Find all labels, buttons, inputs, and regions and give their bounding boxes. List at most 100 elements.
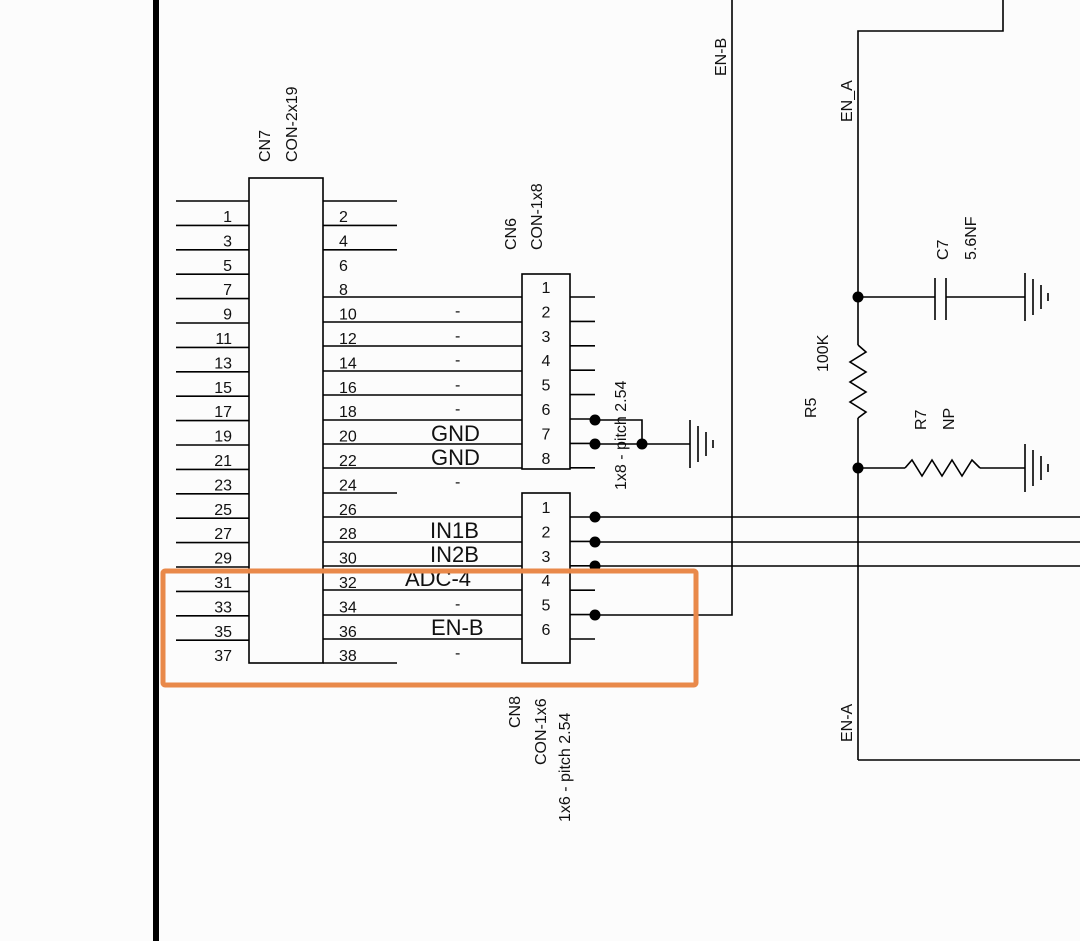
cn6-value-label: CON-1x8	[529, 183, 546, 250]
cn7-pin-number: 21	[214, 453, 232, 470]
r7-value-label: NP	[941, 408, 958, 430]
cn7-pin-leads	[176, 200, 397, 642]
cn7-pin-number: 26	[339, 502, 357, 519]
cn8-pin-number: 3	[542, 549, 551, 566]
cn7-pin-number: 25	[214, 502, 232, 519]
cn7-body	[248, 177, 324, 664]
cn8-pin-number: 4	[542, 573, 551, 590]
cn7-pin-number: 2	[339, 209, 348, 226]
junction-dot	[589, 511, 601, 523]
cn7-pin-number: 17	[214, 404, 232, 421]
c7-value-label: 5.6NF	[963, 216, 980, 260]
cn7-pin-number: 14	[339, 355, 357, 372]
cn6-body	[521, 273, 571, 470]
cn8-ref-label: CN8	[507, 696, 524, 728]
net-label-dash: -	[455, 377, 460, 394]
cn7-pin-number: 8	[339, 282, 348, 299]
ground-symbol	[689, 420, 714, 468]
r7-ref-label: R7	[913, 409, 930, 430]
resistor-r7: R7 NP	[858, 408, 1025, 478]
cn7-pin-number: 1	[223, 209, 232, 226]
cn7-pin-number: 37	[214, 648, 232, 665]
cn7-pin-number: 10	[339, 307, 357, 324]
cn7-pin-number: 35	[214, 624, 232, 641]
net-label-dash: -	[455, 303, 460, 320]
cn7-value-label: CON-2x19	[284, 86, 301, 162]
net-label-gnd: GND	[431, 421, 480, 446]
cn6-pitch-label: 1x8 - pitch 2.54	[613, 381, 630, 491]
cn7-pin-number: 29	[214, 551, 232, 568]
cn6-pin-number: 3	[542, 329, 551, 346]
cn7-ref-label: CN7	[257, 130, 274, 162]
cn8-pin-leads	[570, 516, 595, 640]
cn7-pin-number: 4	[339, 233, 348, 250]
cn8-outgoing-wires	[589, 511, 1080, 621]
cn6-pin-number: 5	[542, 378, 551, 395]
capacitor-c7: C7 5.6NF	[858, 216, 1025, 320]
junction-dot	[636, 438, 648, 450]
net-label-dash: -	[455, 352, 460, 369]
net-label-dash: -	[455, 596, 460, 613]
cn8-body	[521, 492, 571, 664]
junction-dot	[589, 414, 601, 426]
cn7-pin-number: 7	[223, 282, 232, 299]
net-wires-cn7-cn8	[323, 516, 522, 664]
net-label-en-a-bottom: EN-A	[839, 703, 856, 742]
cn6-pin-number: 2	[542, 304, 551, 321]
net-label-en-b-top: EN-B	[713, 38, 730, 76]
cn7-pin-number: 32	[339, 575, 357, 592]
cn7-pin-number: 30	[339, 551, 357, 568]
cn7-pin-number: 24	[339, 477, 357, 494]
net-labels: - - - - - GND GND - IN1B IN2B ADC-4 - EN…	[405, 303, 484, 662]
cn7-pin-number: 9	[223, 307, 232, 324]
cn6-pin-number: 4	[542, 353, 551, 370]
ground-symbol	[1024, 444, 1049, 492]
cn7-pin-number: 15	[214, 380, 232, 397]
cn6-pin-number: 6	[542, 402, 551, 419]
highlight-box	[160, 568, 699, 688]
cn7-pin-number: 27	[214, 526, 232, 543]
cn8-pin-number: 5	[542, 598, 551, 615]
net-en-b: EN-B	[595, 0, 733, 616]
cn7-pin-number: 11	[215, 331, 232, 348]
cn7-pin-number: 23	[214, 477, 232, 494]
c7-ref-label: C7	[935, 239, 952, 260]
cn6-gnd-tie	[589, 414, 690, 450]
net-label-gnd: GND	[431, 445, 480, 470]
net-label-in2b: IN2B	[430, 542, 479, 567]
cn7-pin-number: 6	[339, 258, 348, 275]
ground-symbol	[1024, 273, 1049, 321]
cn7-pin-number: 16	[339, 380, 357, 397]
cn7-pin-number: 28	[339, 526, 357, 543]
cn7-pin-number: 19	[214, 429, 232, 446]
cn8-pin-number: 1	[542, 500, 551, 517]
net-wires-cn7-cn6	[323, 296, 522, 494]
cn7-pin-number: 13	[214, 355, 232, 372]
net-en-a: EN_A C7 5.6NF 100K R5	[803, 0, 1080, 761]
cn8-value-label: CON-1x6	[533, 698, 550, 765]
cn8-pitch-label: 1x6 - pitch 2.54	[557, 713, 574, 823]
junction-dot	[589, 536, 601, 548]
cn7-pin-number: 3	[223, 233, 232, 250]
net-label-dash: -	[455, 645, 460, 662]
r5-ref-label: R5	[803, 397, 820, 418]
r5-value-label: 100K	[815, 334, 832, 372]
net-label-in1b: IN1B	[430, 518, 479, 543]
junction-dot	[589, 438, 601, 450]
cn7-pin-number: 20	[339, 429, 357, 446]
cn7-pin-number: 18	[339, 404, 357, 421]
cn6-pin-number: 8	[542, 451, 551, 468]
resistor-r5: 100K R5	[803, 334, 868, 760]
cn7-pin-number: 12	[339, 331, 357, 348]
cn8-pin-number: 6	[542, 622, 551, 639]
net-label-dash: -	[455, 474, 460, 491]
cn6-ref-label: CN6	[503, 218, 520, 250]
